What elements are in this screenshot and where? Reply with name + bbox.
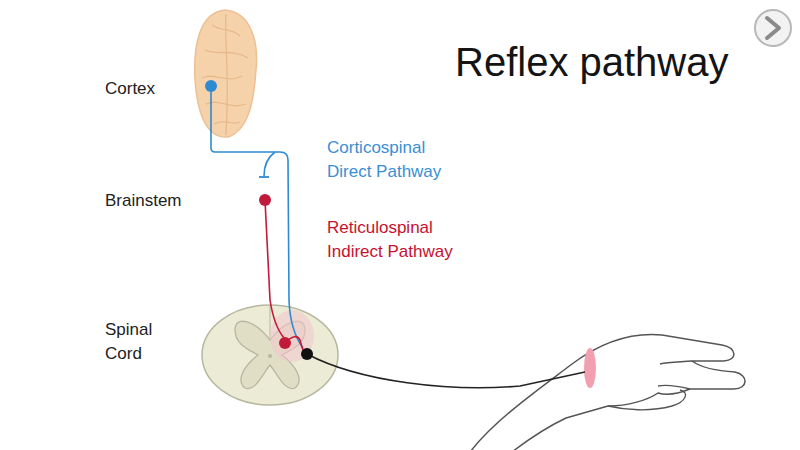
diagram-title: Reflex pathway <box>455 34 785 90</box>
watermark-circle <box>755 10 791 46</box>
brain-gyri <box>202 14 248 135</box>
watermark-chevron <box>767 18 779 38</box>
corticoreticular-branch <box>264 152 275 176</box>
synapse-bar <box>259 176 269 178</box>
reticulospinal-tract <box>265 200 284 338</box>
activity-glow <box>270 310 314 362</box>
region-label: Cortex <box>105 77 195 101</box>
hand <box>470 335 745 450</box>
finger-lines <box>608 361 692 410</box>
region-label: Spinal Cord <box>105 318 170 366</box>
central-canal <box>268 354 272 358</box>
muscle <box>584 348 596 388</box>
motor-neuron <box>301 348 313 360</box>
brain-outline <box>195 10 257 137</box>
spinal-cord-section <box>202 305 338 405</box>
spinal-interneuron <box>279 337 291 349</box>
corticospinal-tract <box>211 86 303 348</box>
pathway-label: Corticospinal Direct Pathway <box>327 136 467 184</box>
brainstem-neuron <box>259 194 271 206</box>
cortex-brain <box>195 10 257 137</box>
hand-outline <box>470 335 745 450</box>
spinal-cord-outline <box>202 305 338 405</box>
region-label: Brainstem <box>105 189 215 213</box>
motor-axon <box>307 354 585 388</box>
play-watermark <box>755 10 791 46</box>
pathway-label: Reticulospinal Indirect Pathway <box>327 216 477 264</box>
cortical-neuron <box>205 80 217 92</box>
